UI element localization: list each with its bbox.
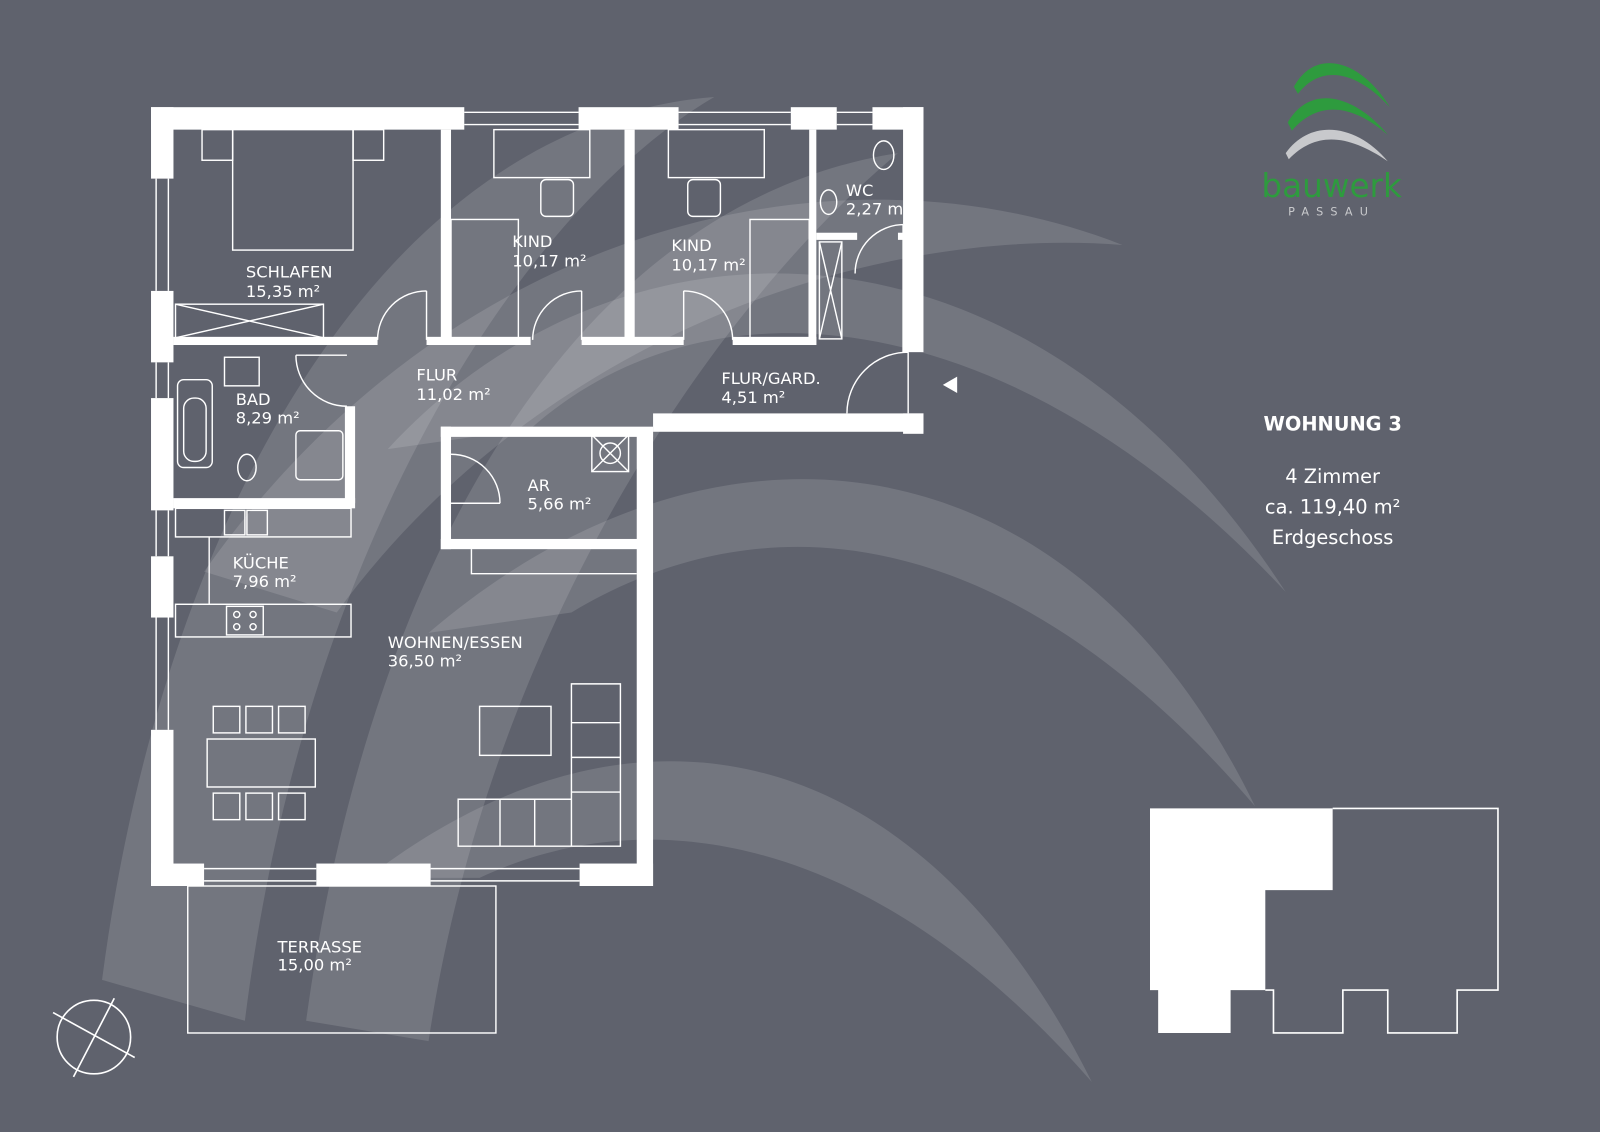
logo-sub: PASSAU: [1288, 205, 1375, 218]
background-swooshes: [102, 96, 1286, 1082]
walls: [151, 107, 924, 887]
room-name: SCHLAFEN: [246, 263, 333, 282]
apartment-title: WOHNUNG 3: [1263, 413, 1401, 436]
north-arrow-icon: [52, 997, 136, 1078]
logo-name: bauwerk: [1261, 167, 1402, 205]
room-area: 4,51 m²: [721, 388, 785, 407]
key-plan-highlight: [1150, 808, 1333, 1033]
room-area: 15,00 m²: [278, 956, 352, 975]
room-area: 8,29 m²: [236, 409, 300, 428]
room-name: KIND: [512, 232, 552, 251]
room-area: 7,96 m²: [233, 572, 297, 591]
room-name: BAD: [236, 390, 271, 409]
windows: [155, 111, 873, 882]
room-name: TERRASSE: [277, 937, 362, 956]
room-area: 2,27 m²: [846, 199, 910, 218]
room-area: 5,66 m²: [528, 494, 592, 513]
key-plan: [1150, 807, 1499, 1034]
room-area: 36,50 m²: [388, 652, 462, 671]
logo: bauwerk PASSAU: [1261, 63, 1402, 218]
room-name: WC: [846, 181, 874, 200]
apartment-info: WOHNUNG 3 4 Zimmer ca. 119,40 m² Erdgesc…: [1263, 413, 1401, 549]
entrance-triangle-icon: [942, 376, 958, 393]
room-name: WOHNEN/ESSEN: [388, 633, 523, 652]
room-area: 11,02 m²: [416, 385, 490, 404]
furniture: [174, 128, 895, 847]
doors: [295, 223, 909, 504]
room-name: KÜCHE: [233, 554, 289, 573]
apartment-floor: Erdgeschoss: [1272, 526, 1393, 549]
room-area: 15,35 m²: [246, 282, 320, 301]
room-area: 10,17 m²: [671, 255, 745, 274]
apartment-area: ca. 119,40 m²: [1265, 495, 1400, 518]
room-name: KIND: [671, 236, 711, 255]
room-name: FLUR: [416, 366, 457, 385]
apartment-rooms: 4 Zimmer: [1285, 465, 1380, 488]
room-area: 10,17 m²: [512, 251, 586, 270]
room-name: AR: [528, 476, 550, 495]
room-name: FLUR/GARD.: [721, 369, 820, 388]
room-labels: SCHLAFEN 15,35 m² KIND 10,17 m² KIND 10,…: [233, 181, 910, 975]
